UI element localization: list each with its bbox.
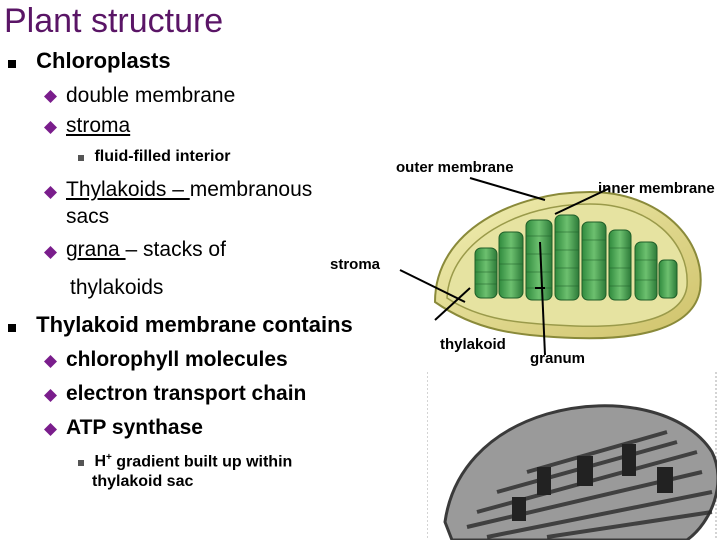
diamond-bullet-icon bbox=[44, 121, 57, 134]
thylakoid-membrane-heading-text: Thylakoid membrane contains bbox=[36, 312, 353, 337]
diamond-bullet-icon bbox=[44, 423, 57, 436]
diamond-bullet-icon bbox=[44, 246, 57, 259]
h-superscript: + bbox=[106, 452, 112, 463]
chloroplasts-heading-text: Chloroplasts bbox=[36, 48, 171, 73]
thylakoids-term: Thylakoids – bbox=[66, 178, 190, 201]
square-bullet-icon bbox=[8, 60, 16, 68]
granum-label: granum bbox=[530, 350, 586, 367]
gradient-subitem: H+ gradient built up within bbox=[78, 452, 292, 471]
square-bullet-icon bbox=[8, 324, 16, 332]
chloroplast-micrograph bbox=[427, 372, 717, 540]
slide-title: Plant structure bbox=[4, 2, 224, 40]
diamond-bullet-icon bbox=[44, 389, 57, 402]
fluid-subitem-text: fluid-filled interior bbox=[94, 148, 231, 165]
stroma-item: stroma bbox=[66, 114, 131, 137]
thylakoids-desc-2: sacs bbox=[66, 205, 110, 228]
square-bullet-icon bbox=[78, 460, 84, 467]
grana-desc-2: thylakoids bbox=[70, 276, 164, 299]
stroma-label: stroma bbox=[330, 256, 381, 273]
h-prefix: H bbox=[94, 453, 107, 471]
diamond-bullet-icon bbox=[44, 186, 57, 199]
electron-transport-item: electron transport chain bbox=[66, 382, 307, 405]
fluid-subitem: fluid-filled interior bbox=[78, 148, 230, 166]
grana-item: grana – stacks of bbox=[66, 238, 226, 262]
square-bullet-icon bbox=[78, 155, 84, 161]
gradient-line-1: gradient built up within bbox=[111, 453, 293, 471]
gradient-line-2: thylakoid sac bbox=[92, 473, 194, 490]
atp-synthase-item: ATP synthase bbox=[66, 416, 203, 439]
inner-membrane-label: inner membrane bbox=[598, 180, 715, 197]
thylakoid-label: thylakoid bbox=[440, 336, 506, 353]
thylakoid-membrane-heading: Thylakoid membrane contains bbox=[8, 312, 353, 338]
grana-desc-1: – stacks of bbox=[125, 238, 226, 261]
double-membrane-item: double membrane bbox=[66, 84, 236, 107]
chlorophyll-item: chlorophyll molecules bbox=[66, 348, 288, 371]
chloroplasts-heading: Chloroplasts bbox=[8, 48, 171, 74]
thylakoids-item: Thylakoids – membranous bbox=[66, 178, 312, 202]
outer-membrane-label: outer membrane bbox=[396, 159, 514, 176]
diamond-bullet-icon bbox=[44, 355, 57, 368]
thylakoids-desc-1: membranous bbox=[189, 178, 313, 201]
diamond-bullet-icon bbox=[44, 90, 57, 103]
chloroplast-illustration bbox=[399, 177, 702, 356]
grana-term: grana bbox=[66, 238, 126, 261]
